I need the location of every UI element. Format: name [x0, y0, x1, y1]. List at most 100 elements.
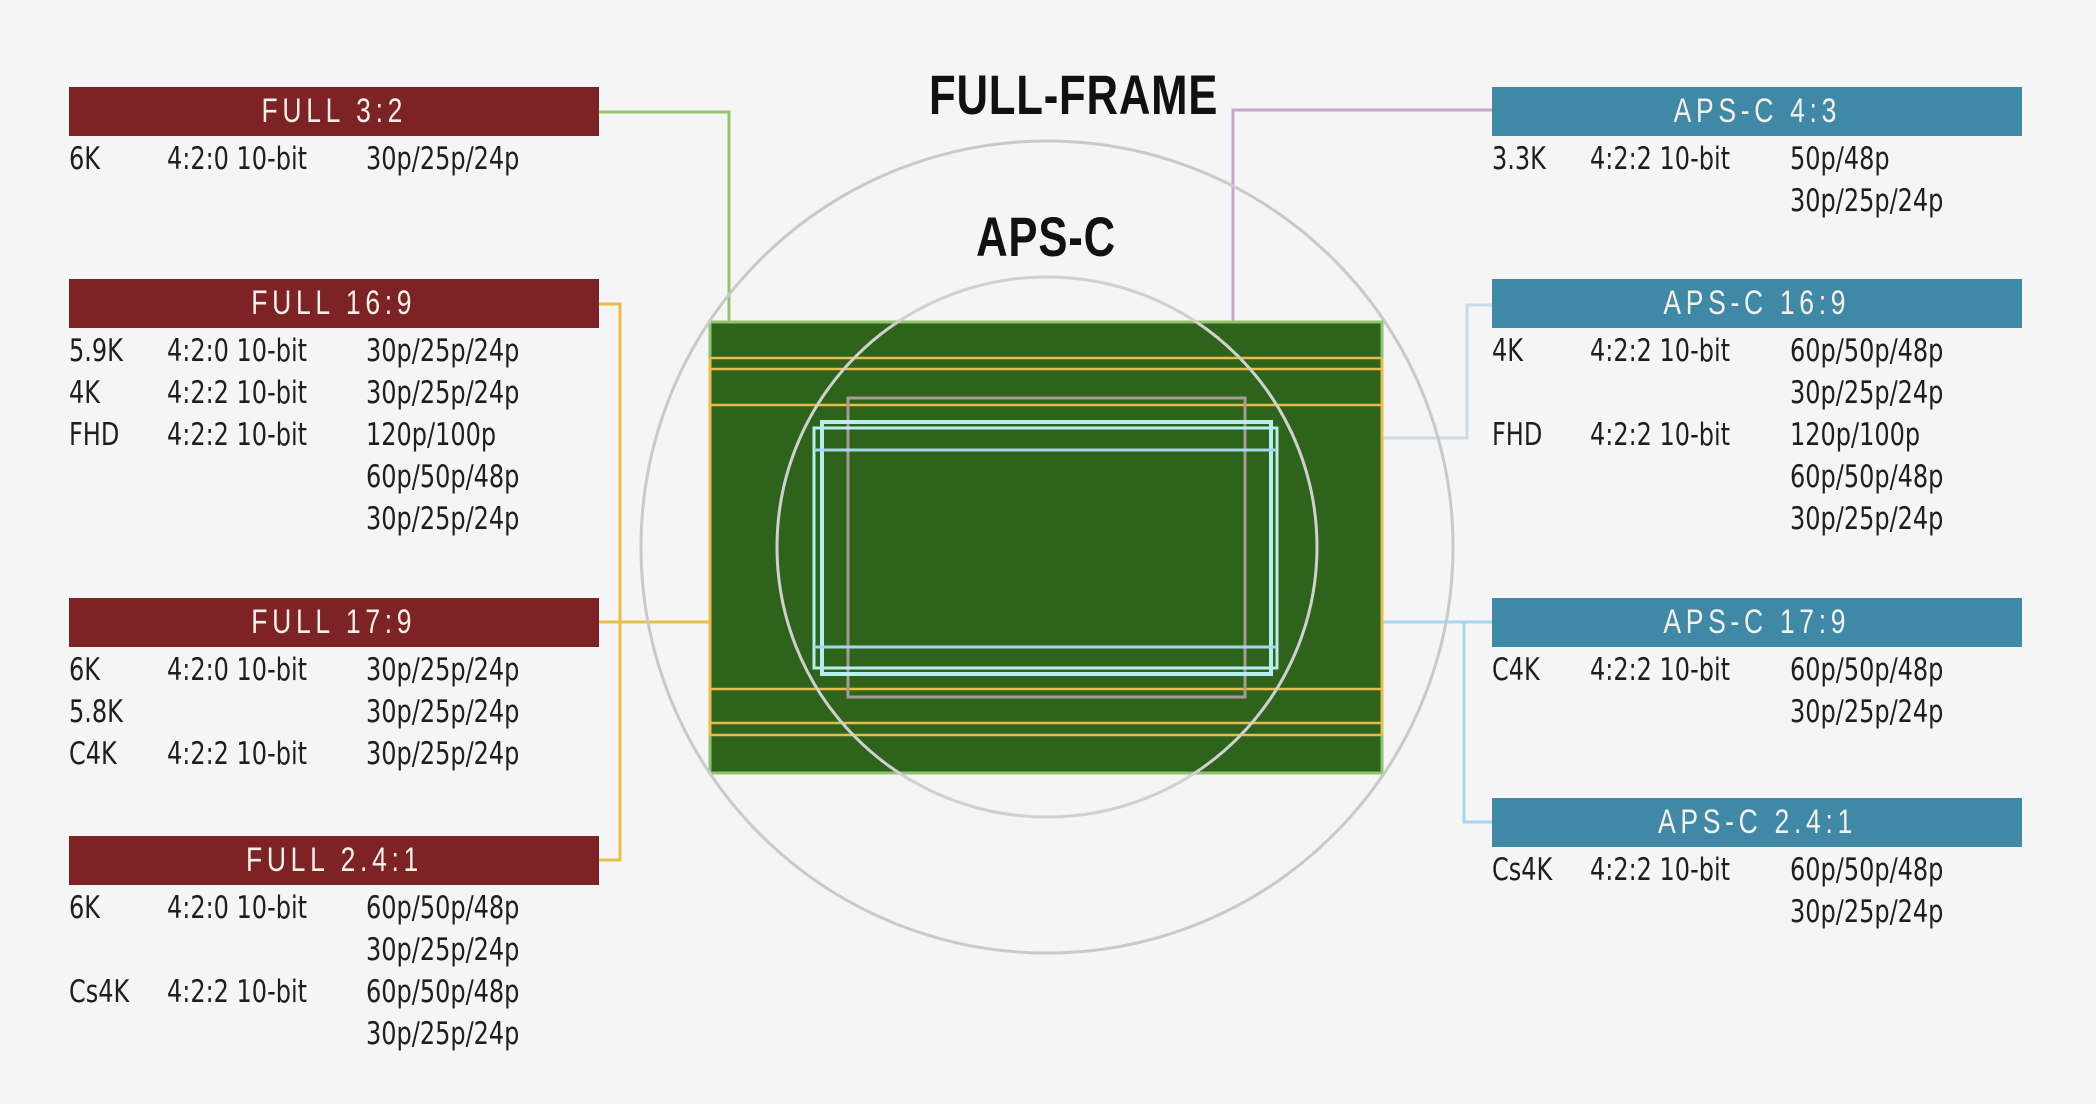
frame-rates: 120p/100p	[366, 417, 497, 453]
full-frame-sensor	[708, 320, 1384, 775]
sampling: 4:2:2 10-bit	[167, 375, 308, 411]
sampling: 4:2:2 10-bit	[1590, 141, 1731, 177]
sampling-cell	[1590, 501, 1790, 537]
sampling: 4:2:0 10-bit	[167, 890, 308, 926]
spec-row: 30p/25p/24p	[69, 1013, 599, 1055]
frame-rates: 30p/25p/24p	[1790, 894, 1944, 930]
connector-apsc-2-4-1	[1462, 622, 1492, 824]
mode-header: APS-C 2.4:1	[1492, 798, 2022, 847]
resolution: C4K	[69, 736, 117, 772]
frame-rates-cell: 30p/25p/24p	[366, 333, 599, 369]
frame-rates: 30p/25p/24p	[1790, 694, 1944, 730]
mode-header: FULL 17:9	[69, 598, 599, 647]
sampling-cell: 4:2:0 10-bit	[167, 890, 366, 926]
frame-rates-cell: 30p/25p/24p	[1790, 894, 2022, 930]
sampling: 4:2:2 10-bit	[167, 736, 308, 772]
resolution: 6K	[69, 141, 100, 177]
frame-rates: 30p/25p/24p	[366, 375, 520, 411]
frame-rates: 30p/25p/24p	[366, 694, 520, 730]
resolution-cell	[69, 501, 167, 537]
frame-rates-cell: 50p/48p	[1790, 141, 2022, 177]
resolution-cell: 3.3K	[1492, 141, 1590, 177]
frame-rates: 60p/50p/48p	[1790, 852, 1944, 888]
frame-rates-cell: 30p/25p/24p	[366, 694, 599, 730]
frame-rates-cell: 60p/50p/48p	[366, 890, 599, 926]
resolution: Cs4K	[1492, 852, 1553, 888]
sampling-cell	[167, 501, 366, 537]
resolution: 6K	[69, 890, 100, 926]
resolution-cell	[1492, 694, 1590, 730]
sampling-cell	[1590, 894, 1790, 930]
sampling-cell	[1590, 183, 1790, 219]
mode-header: APS-C 4:3	[1492, 87, 2022, 136]
resolution-cell	[1492, 375, 1590, 411]
frame-rates-cell: 120p/100p	[366, 417, 599, 453]
sampling-cell: 4:2:2 10-bit	[167, 974, 366, 1010]
sampling-cell: 4:2:2 10-bit	[1590, 652, 1790, 688]
resolution-cell	[1492, 183, 1590, 219]
resolution-cell: Cs4K	[69, 974, 167, 1010]
sampling-cell: 4:2:2 10-bit	[167, 417, 366, 453]
frame-rates: 50p/48p	[1790, 141, 1890, 177]
frame-rates: 60p/50p/48p	[366, 459, 520, 495]
sampling-cell	[167, 694, 366, 730]
sampling: 4:2:2 10-bit	[1590, 652, 1731, 688]
resolution: 4K	[1492, 333, 1523, 369]
resolution-cell	[69, 459, 167, 495]
frame-rates: 30p/25p/24p	[1790, 183, 1944, 219]
resolution-cell: Cs4K	[1492, 852, 1590, 888]
sampling: 4:2:2 10-bit	[1590, 852, 1731, 888]
mode-header: APS-C 17:9	[1492, 598, 2022, 647]
sampling-cell	[167, 459, 366, 495]
mode-title: FULL 17:9	[251, 603, 417, 641]
resolution-cell: 4K	[1492, 333, 1590, 369]
frame-rates: 60p/50p/48p	[1790, 459, 1944, 495]
frame-rates-cell: 60p/50p/48p	[1790, 852, 2022, 888]
spec-row: 30p/25p/24p	[69, 498, 599, 540]
sampling: 4:2:2 10-bit	[1590, 417, 1731, 453]
mode-panel-apsc-2-4-1: APS-C 2.4:1 Cs4K 4:2:2 10-bit 60p/50p/48p 3…	[1492, 798, 2022, 933]
apsc-4-3-frame	[846, 396, 1247, 699]
resolution: FHD	[69, 417, 120, 453]
sampling: 4:2:0 10-bit	[167, 141, 308, 177]
resolution: Cs4K	[69, 974, 130, 1010]
spec-row: 60p/50p/48p	[1492, 456, 2022, 498]
frame-rates: 60p/50p/48p	[366, 890, 520, 926]
sampling-cell	[1590, 459, 1790, 495]
spec-row: 30p/25p/24p	[1492, 372, 2022, 414]
spec-row: 5.8K 30p/25p/24p	[69, 691, 599, 733]
sampling-cell: 4:2:2 10-bit	[1590, 417, 1790, 453]
spec-row: Cs4K 4:2:2 10-bit 60p/50p/48p	[1492, 849, 2022, 891]
resolution-cell: 5.8K	[69, 694, 167, 730]
sampling-cell	[1590, 375, 1790, 411]
sampling-cell	[1590, 694, 1790, 730]
sampling-cell	[167, 932, 366, 968]
mode-header: FULL 2.4:1	[69, 836, 599, 885]
resolution-cell: FHD	[1492, 417, 1590, 453]
apsc-title: APS-C	[976, 205, 1116, 268]
frame-rates: 30p/25p/24p	[366, 501, 520, 537]
mode-panel-full-2-4-1: FULL 2.4:1 6K 4:2:0 10-bit 60p/50p/48p 30p/…	[69, 836, 599, 1055]
resolution-cell	[1492, 501, 1590, 537]
frame-rates-cell: 30p/25p/24p	[1790, 501, 2022, 537]
resolution-cell: C4K	[1492, 652, 1590, 688]
resolution-cell: 6K	[69, 890, 167, 926]
frame-rates-cell: 30p/25p/24p	[1790, 694, 2022, 730]
resolution-cell: 6K	[69, 652, 167, 688]
sampling-cell: 4:2:2 10-bit	[1590, 141, 1790, 177]
frame-rates-cell: 30p/25p/24p	[366, 932, 599, 968]
